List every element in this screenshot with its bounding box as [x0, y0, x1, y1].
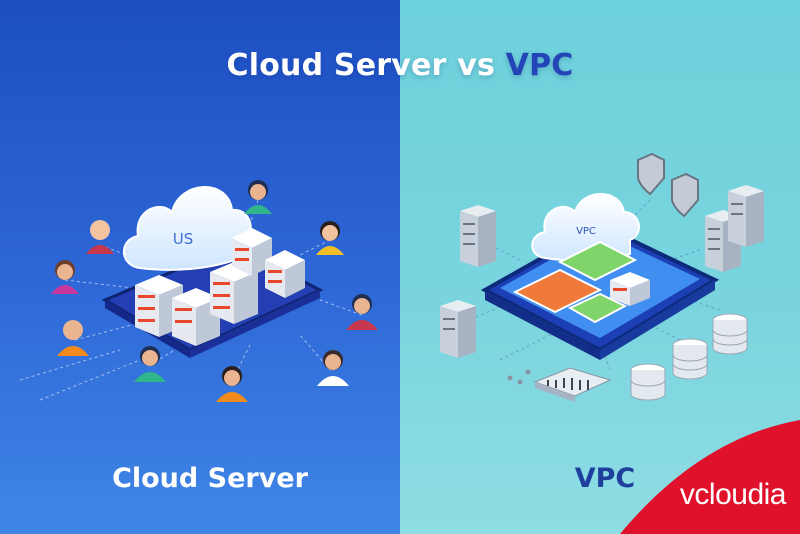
cloud-label-us: US	[173, 230, 194, 248]
vpc-label: VPC	[574, 463, 636, 494]
user-avatar-icons-left	[51, 180, 378, 402]
brand-corner-shape	[620, 420, 800, 534]
page-title: Cloud Server vs VPC	[0, 48, 800, 83]
shield-icon	[637, 152, 699, 218]
map-panels	[512, 240, 650, 324]
brand-logo: vcloudia	[679, 478, 787, 511]
network-switch-icon	[507, 367, 612, 402]
title-cloud-server: Cloud Server	[226, 48, 447, 83]
title-vpc: VPC	[505, 48, 574, 83]
cloud-label-vpc: VPC	[576, 226, 596, 237]
server-rack-icons-right	[440, 185, 764, 358]
cloud-icon: US	[123, 186, 252, 271]
title-vs: vs	[457, 48, 496, 83]
server-rack-icon	[135, 228, 305, 346]
database-icon	[630, 313, 748, 401]
cloud-server-label: Cloud Server	[112, 463, 308, 494]
platform-right	[480, 222, 720, 360]
